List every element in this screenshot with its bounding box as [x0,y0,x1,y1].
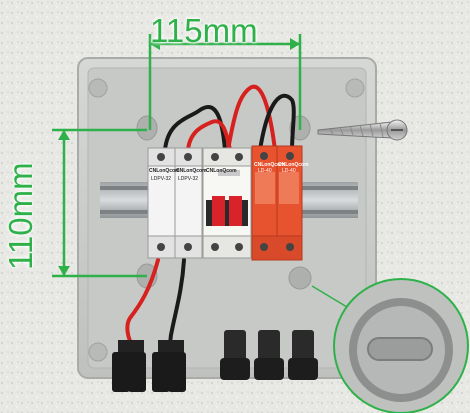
surge-protector [251,145,303,261]
pv-fuse-holder-1 [147,147,176,259]
dc-circuit-breaker [202,147,252,259]
zoom-inset [333,278,469,413]
device-brand-4: CNLonQcom [254,162,285,168]
device-brand-3: CNLonQcom [206,168,237,174]
device-model-1: LDPV-32 [151,176,172,182]
mounting-screw [317,119,408,141]
pv-fuse-holder-2 [174,147,203,259]
device-model-2: LDPV-32 [178,176,199,182]
wiring [125,84,296,352]
device-model-4: LD-40 [258,168,272,174]
cable-glands [220,330,318,380]
mc4-connectors [112,340,186,392]
dimension-guides [52,34,353,311]
device-brand-2: CNLonQcom [176,168,207,174]
height-dimension-label: 110mm [2,162,39,270]
device-model-5: LD-40 [282,168,296,174]
device-brand-5: CNLonQcom [278,162,309,168]
device-brand-1: CNLonQcom [149,168,180,174]
width-dimension-label: 115mm [150,12,258,49]
